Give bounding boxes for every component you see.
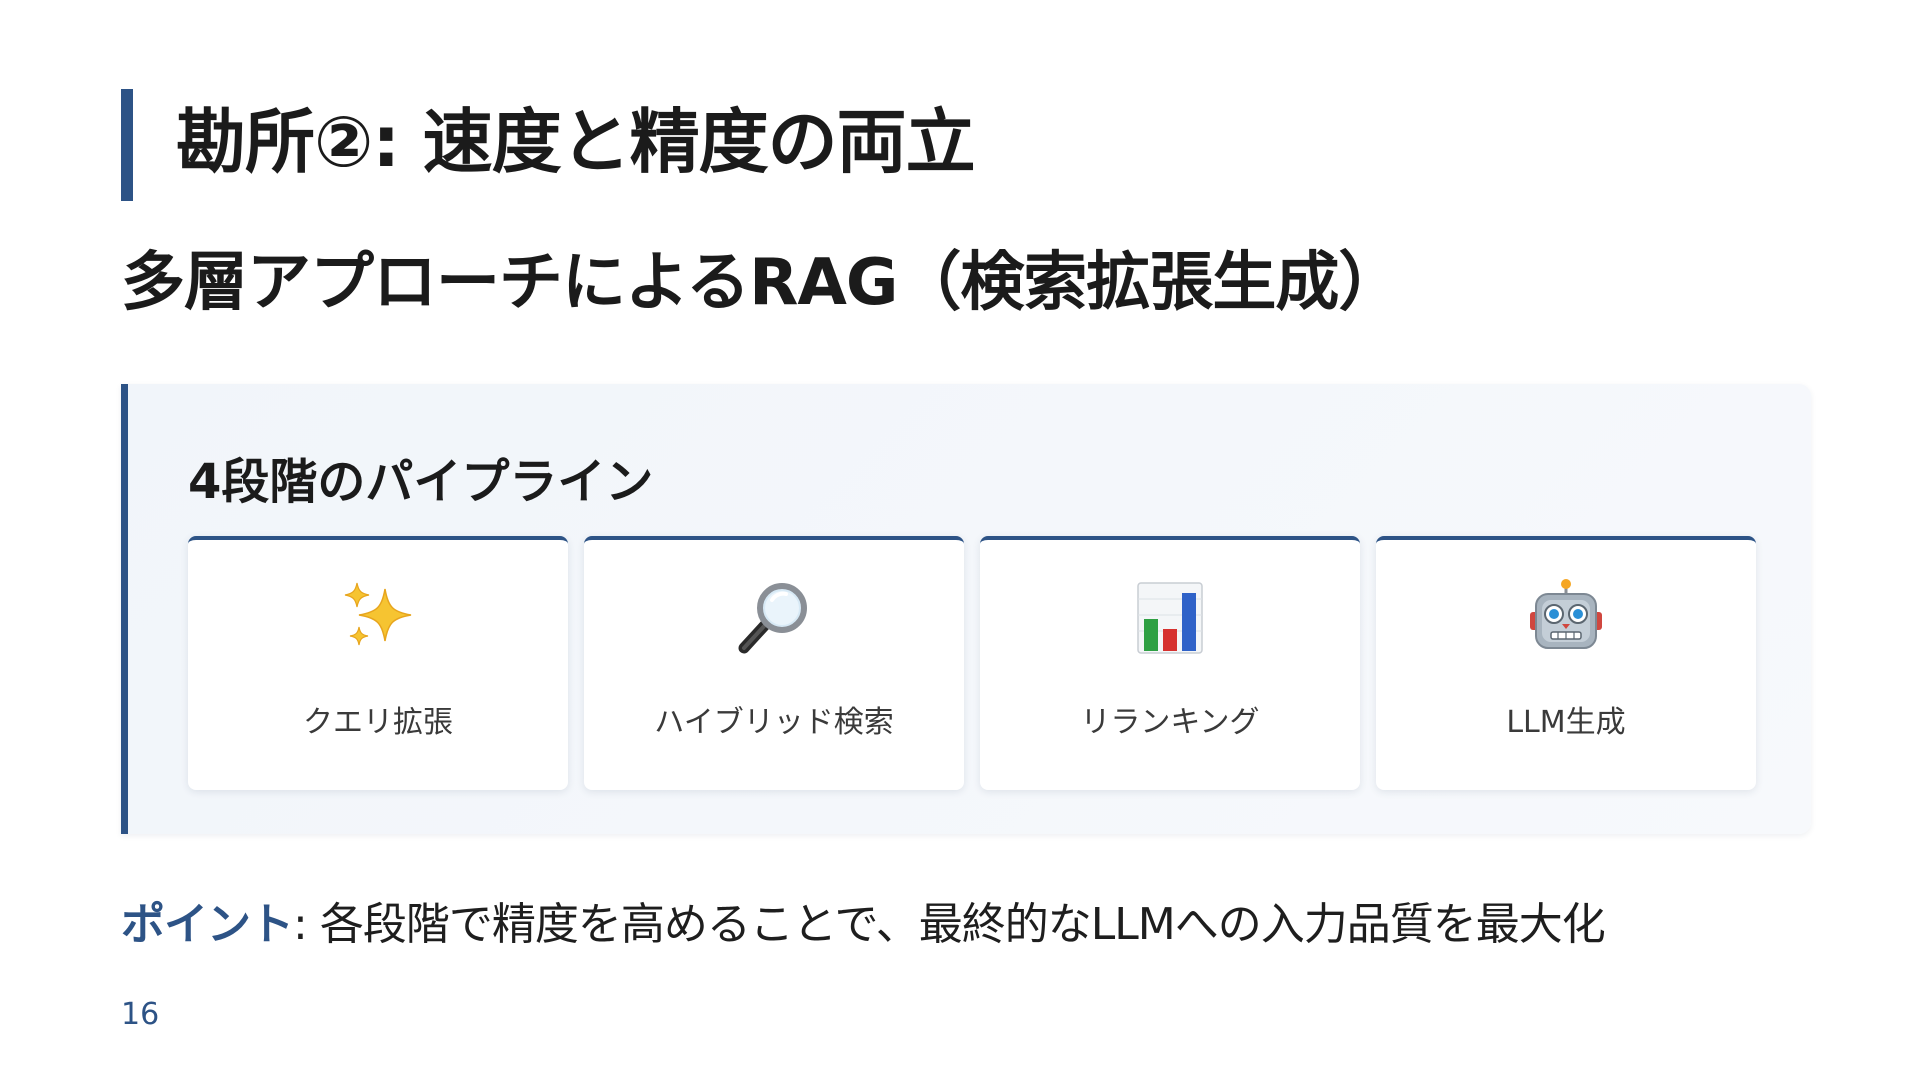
pipeline-heading: 4段階のパイプライン (188, 454, 654, 510)
step-label: リランキング (1080, 705, 1260, 740)
key-point-text: 各段階で精度を高めることで、最終的なLLMへの入力品質を最大化 (306, 899, 1606, 950)
pipeline-step-query-expansion: クエリ拡張 (188, 536, 568, 790)
title-accent-bar (121, 89, 133, 201)
bar-chart-icon (980, 578, 1360, 658)
sparkles-icon (188, 578, 568, 658)
pipeline-step-llm-generation: LLM生成 (1376, 536, 1756, 790)
pipeline-panel: 4段階のパイプライン クエリ拡張 (121, 384, 1811, 834)
magnifying-glass-icon (584, 578, 964, 658)
pipeline-step-reranking: リランキング (980, 536, 1360, 790)
slide-subtitle: 多層アプローチによるRAG（検索拡張生成） (121, 246, 1402, 320)
page-number: 16 (121, 997, 160, 1032)
step-label: クエリ拡張 (303, 705, 453, 740)
key-point: ポイント: 各段階で精度を高めることで、最終的なLLMへの入力品質を最大化 (121, 890, 1606, 960)
step-label: LLM生成 (1506, 705, 1626, 740)
step-label: ハイブリッド検索 (654, 705, 894, 740)
pipeline-steps: クエリ拡張 ハイブリッド検索 (188, 536, 1756, 790)
key-point-label: ポイント (121, 899, 294, 950)
robot-icon (1376, 578, 1756, 658)
pipeline-step-hybrid-search: ハイブリッド検索 (584, 536, 964, 790)
key-point-separator: : (293, 899, 308, 950)
slide-title: 勘所②: 速度と精度の両立 (176, 101, 976, 183)
